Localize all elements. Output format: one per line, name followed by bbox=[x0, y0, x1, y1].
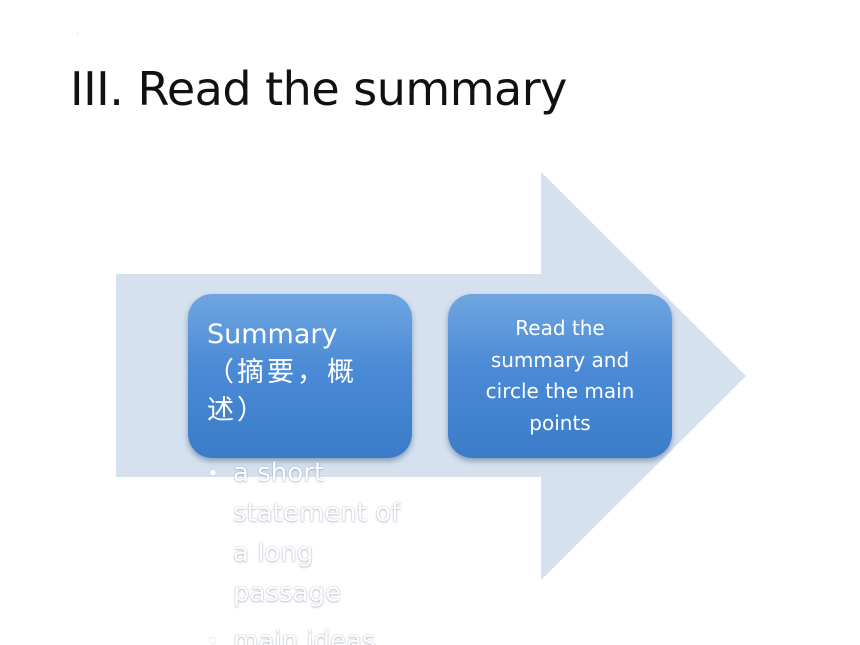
summary-bullet-list: • a short statement of a long passage • ma… bbox=[205, 453, 405, 645]
list-item: • main ideas bbox=[205, 621, 405, 645]
bullet-text: main ideas bbox=[233, 626, 376, 645]
bullet-icon: • bbox=[207, 461, 219, 485]
bullet-icon: • bbox=[207, 629, 219, 645]
instruction-box: Read the summary and circle the main poi… bbox=[448, 294, 672, 458]
summary-box: Summary （摘要，概述） bbox=[188, 294, 412, 458]
summary-heading-chinese: （摘要，概述） bbox=[207, 357, 357, 426]
summary-heading: Summary bbox=[207, 319, 338, 350]
arrow-body bbox=[116, 172, 746, 580]
bullet-text: a short statement of a long passage bbox=[233, 458, 401, 608]
instruction-text: Read the summary and circle the main poi… bbox=[485, 316, 635, 435]
slide-marker: . bbox=[77, 30, 79, 36]
slide-title: III. Read the summary bbox=[70, 62, 567, 116]
list-item: • a short statement of a long passage bbox=[205, 453, 405, 613]
